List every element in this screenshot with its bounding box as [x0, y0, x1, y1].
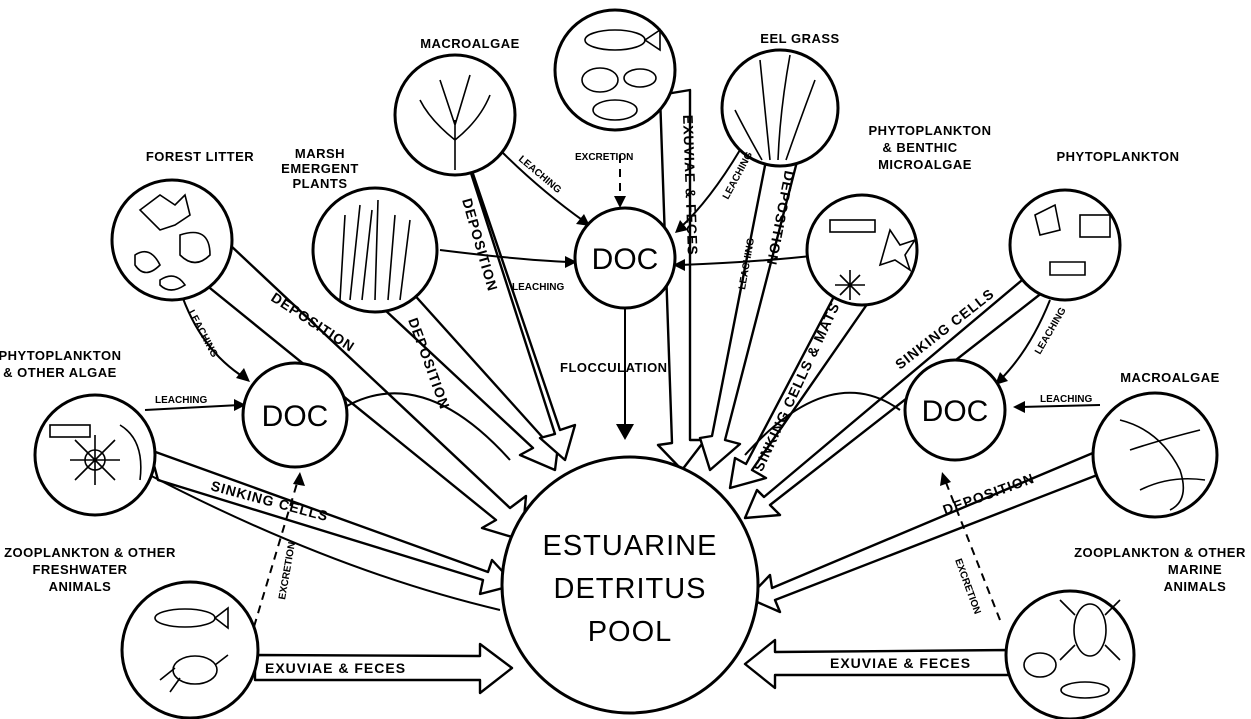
- label-zoo-marine-line1: ZOOPLANKTON & OTHER: [1074, 545, 1246, 560]
- pool-label-line1: ESTUARINE: [543, 530, 718, 562]
- arrow-marsh-leaching: [440, 250, 570, 262]
- flow-forest-leaching: LEACHING: [185, 308, 219, 359]
- pool-label-line3: POOL: [588, 616, 673, 648]
- arrow-right-macro-leaching: [1020, 405, 1100, 407]
- source-phytoplankton-right: [1010, 190, 1120, 300]
- label-macroalgae-top: MACROALGAE: [420, 36, 520, 51]
- label-phyto-benthic-line3: MICROALGAE: [878, 157, 972, 172]
- flow-marsh-leaching: LEACHING: [512, 282, 564, 293]
- flow-right-macro-leaching: LEACHING: [1040, 394, 1092, 405]
- doc-top-label: DOC: [592, 243, 659, 276]
- flow-phyto-leaching: LEACHING: [155, 395, 207, 406]
- flow-right-phyto-leaching: LEACHING: [1033, 306, 1069, 357]
- label-marsh-line1: MARSH: [295, 146, 345, 161]
- label-zoo-fresh-line3: ANIMALS: [49, 579, 112, 594]
- label-zoo-fresh-line1: ZOOPLANKTON & OTHER: [4, 545, 176, 560]
- label-phyto-other-line1: PHYTOPLANKTON: [0, 348, 122, 363]
- label-eel-grass: EEL GRASS: [760, 31, 839, 46]
- flow-fresh-exuviae: EXUVIAE & FECES: [265, 660, 406, 676]
- label-macroalgae-right: MACROALGAE: [1120, 370, 1220, 385]
- source-animals-top: [555, 10, 675, 130]
- source-macroalgae-right: [1093, 393, 1217, 517]
- label-forest-litter: FOREST LITTER: [146, 149, 254, 164]
- label-marsh-line2: EMERGENT: [281, 161, 359, 176]
- arrow-macro-leaching: [500, 150, 585, 222]
- source-forest-litter: [112, 180, 232, 300]
- doc-left-label: DOC: [262, 400, 329, 433]
- label-phyto-benthic-line2: & BENTHIC: [882, 140, 957, 155]
- label-zoo-fresh-line2: FRESHWATER: [32, 562, 127, 577]
- source-zoo-freshwater: [122, 582, 258, 718]
- doc-right-label: DOC: [922, 395, 989, 428]
- flow-marine-exuviae: EXUVIAE & FECES: [830, 655, 971, 671]
- flow-fresh-excretion: EXCRETION: [277, 541, 298, 600]
- flow-fish-excretion: EXCRETION: [575, 152, 633, 163]
- flow-eel-leaching: LEACHING: [721, 150, 755, 201]
- pool-label-line2: DETRITUS: [554, 573, 707, 605]
- label-zoo-marine-line3: ANIMALS: [1164, 579, 1227, 594]
- label-phytoplankton-right: PHYTOPLANKTON: [1056, 149, 1179, 164]
- source-phyto-benthic: [807, 195, 917, 305]
- label-marsh-line3: PLANTS: [293, 176, 348, 191]
- label-zoo-marine-line2: MARINE: [1168, 562, 1222, 577]
- flow-flocculation: FLOCCULATION: [560, 360, 668, 375]
- label-phyto-benthic-line1: PHYTOPLANKTON: [868, 123, 991, 138]
- label-phyto-other-line2: & OTHER ALGAE: [3, 365, 117, 380]
- source-eel-grass: [722, 50, 838, 166]
- flow-macro-leaching: LEACHING: [516, 154, 563, 196]
